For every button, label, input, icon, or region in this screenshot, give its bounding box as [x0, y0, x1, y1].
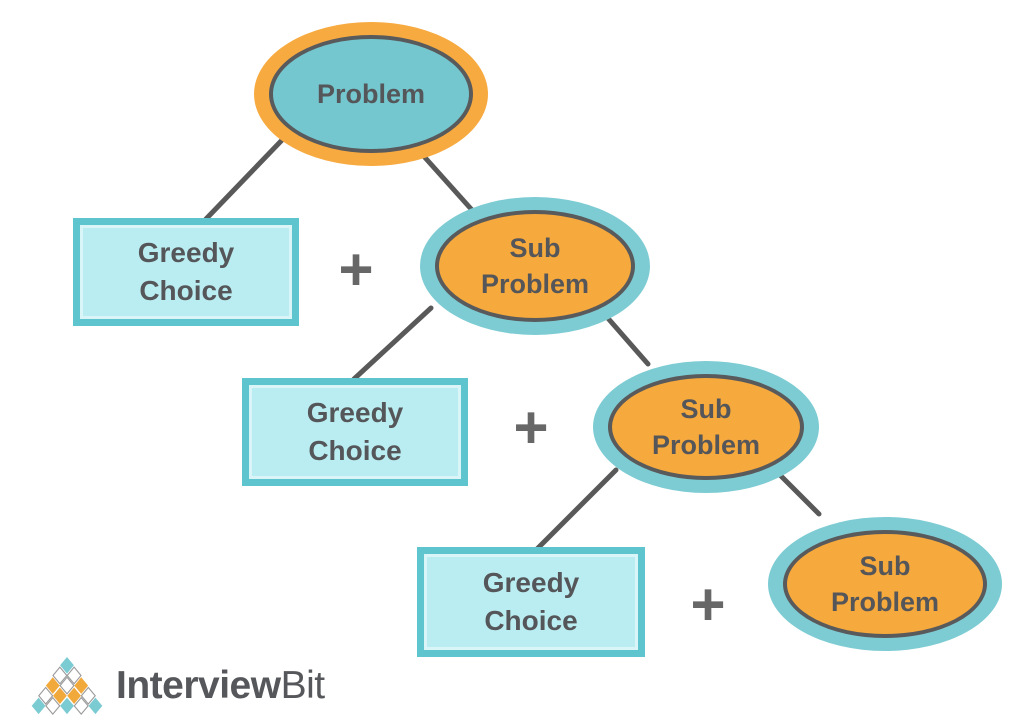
node-label: Greedy: [137, 237, 235, 268]
node-greedy-choice-3: Greedy Choice: [417, 547, 645, 657]
edge-sub2-sub3: [774, 469, 822, 517]
node-sub-problem-3-body: Sub Problem: [783, 530, 987, 638]
edge-sub2-greedy3: [533, 467, 619, 553]
node-label: Problem: [480, 269, 590, 299]
node-label: Greedy: [482, 567, 580, 598]
node-label: Choice: [308, 435, 402, 466]
node-label: Sub: [680, 394, 732, 424]
node-label: Problem: [316, 79, 426, 109]
node-sub-problem-2: Sub Problem: [593, 361, 819, 493]
plus-symbol: +: [513, 394, 549, 461]
node-sub-problem-1: Sub Problem: [420, 197, 650, 335]
node-label: Problem: [830, 587, 940, 617]
brand-name-primary: Interview: [116, 664, 281, 707]
node-problem-body: Problem: [269, 35, 473, 153]
node-problem: Problem: [254, 22, 488, 166]
node-sub-problem-1-body: Sub Problem: [435, 210, 635, 322]
node-greedy-choice-1: Greedy Choice: [73, 218, 299, 326]
plus-symbol: +: [338, 236, 374, 303]
node-label: Sub: [509, 233, 561, 263]
node-label: Greedy: [306, 397, 404, 428]
node-label: Choice: [139, 275, 233, 306]
plus-operator-3: +: [673, 570, 743, 640]
interviewbit-logo: InterviewBit: [30, 656, 325, 716]
brand-name-secondary: Bit: [280, 664, 326, 707]
edge-sub1-sub2: [603, 313, 651, 367]
node-sub-problem-2-body: Sub Problem: [608, 374, 804, 480]
edge-sub1-greedy2: [351, 305, 434, 382]
node-label: Sub: [859, 551, 911, 581]
interviewbit-logo-icon: [31, 657, 103, 716]
plus-operator-2: +: [496, 393, 566, 463]
node-sub-problem-3: Sub Problem: [768, 517, 1002, 651]
node-label: Problem: [651, 430, 761, 460]
plus-operator-1: +: [321, 235, 391, 305]
plus-symbol: +: [690, 571, 726, 638]
node-label: Choice: [484, 605, 578, 636]
edge-problem-sub1: [417, 149, 475, 213]
edge-problem-greedy1: [203, 136, 286, 222]
interviewbit-logo-text: InterviewBit: [116, 664, 325, 708]
node-greedy-choice-2: Greedy Choice: [242, 378, 468, 486]
